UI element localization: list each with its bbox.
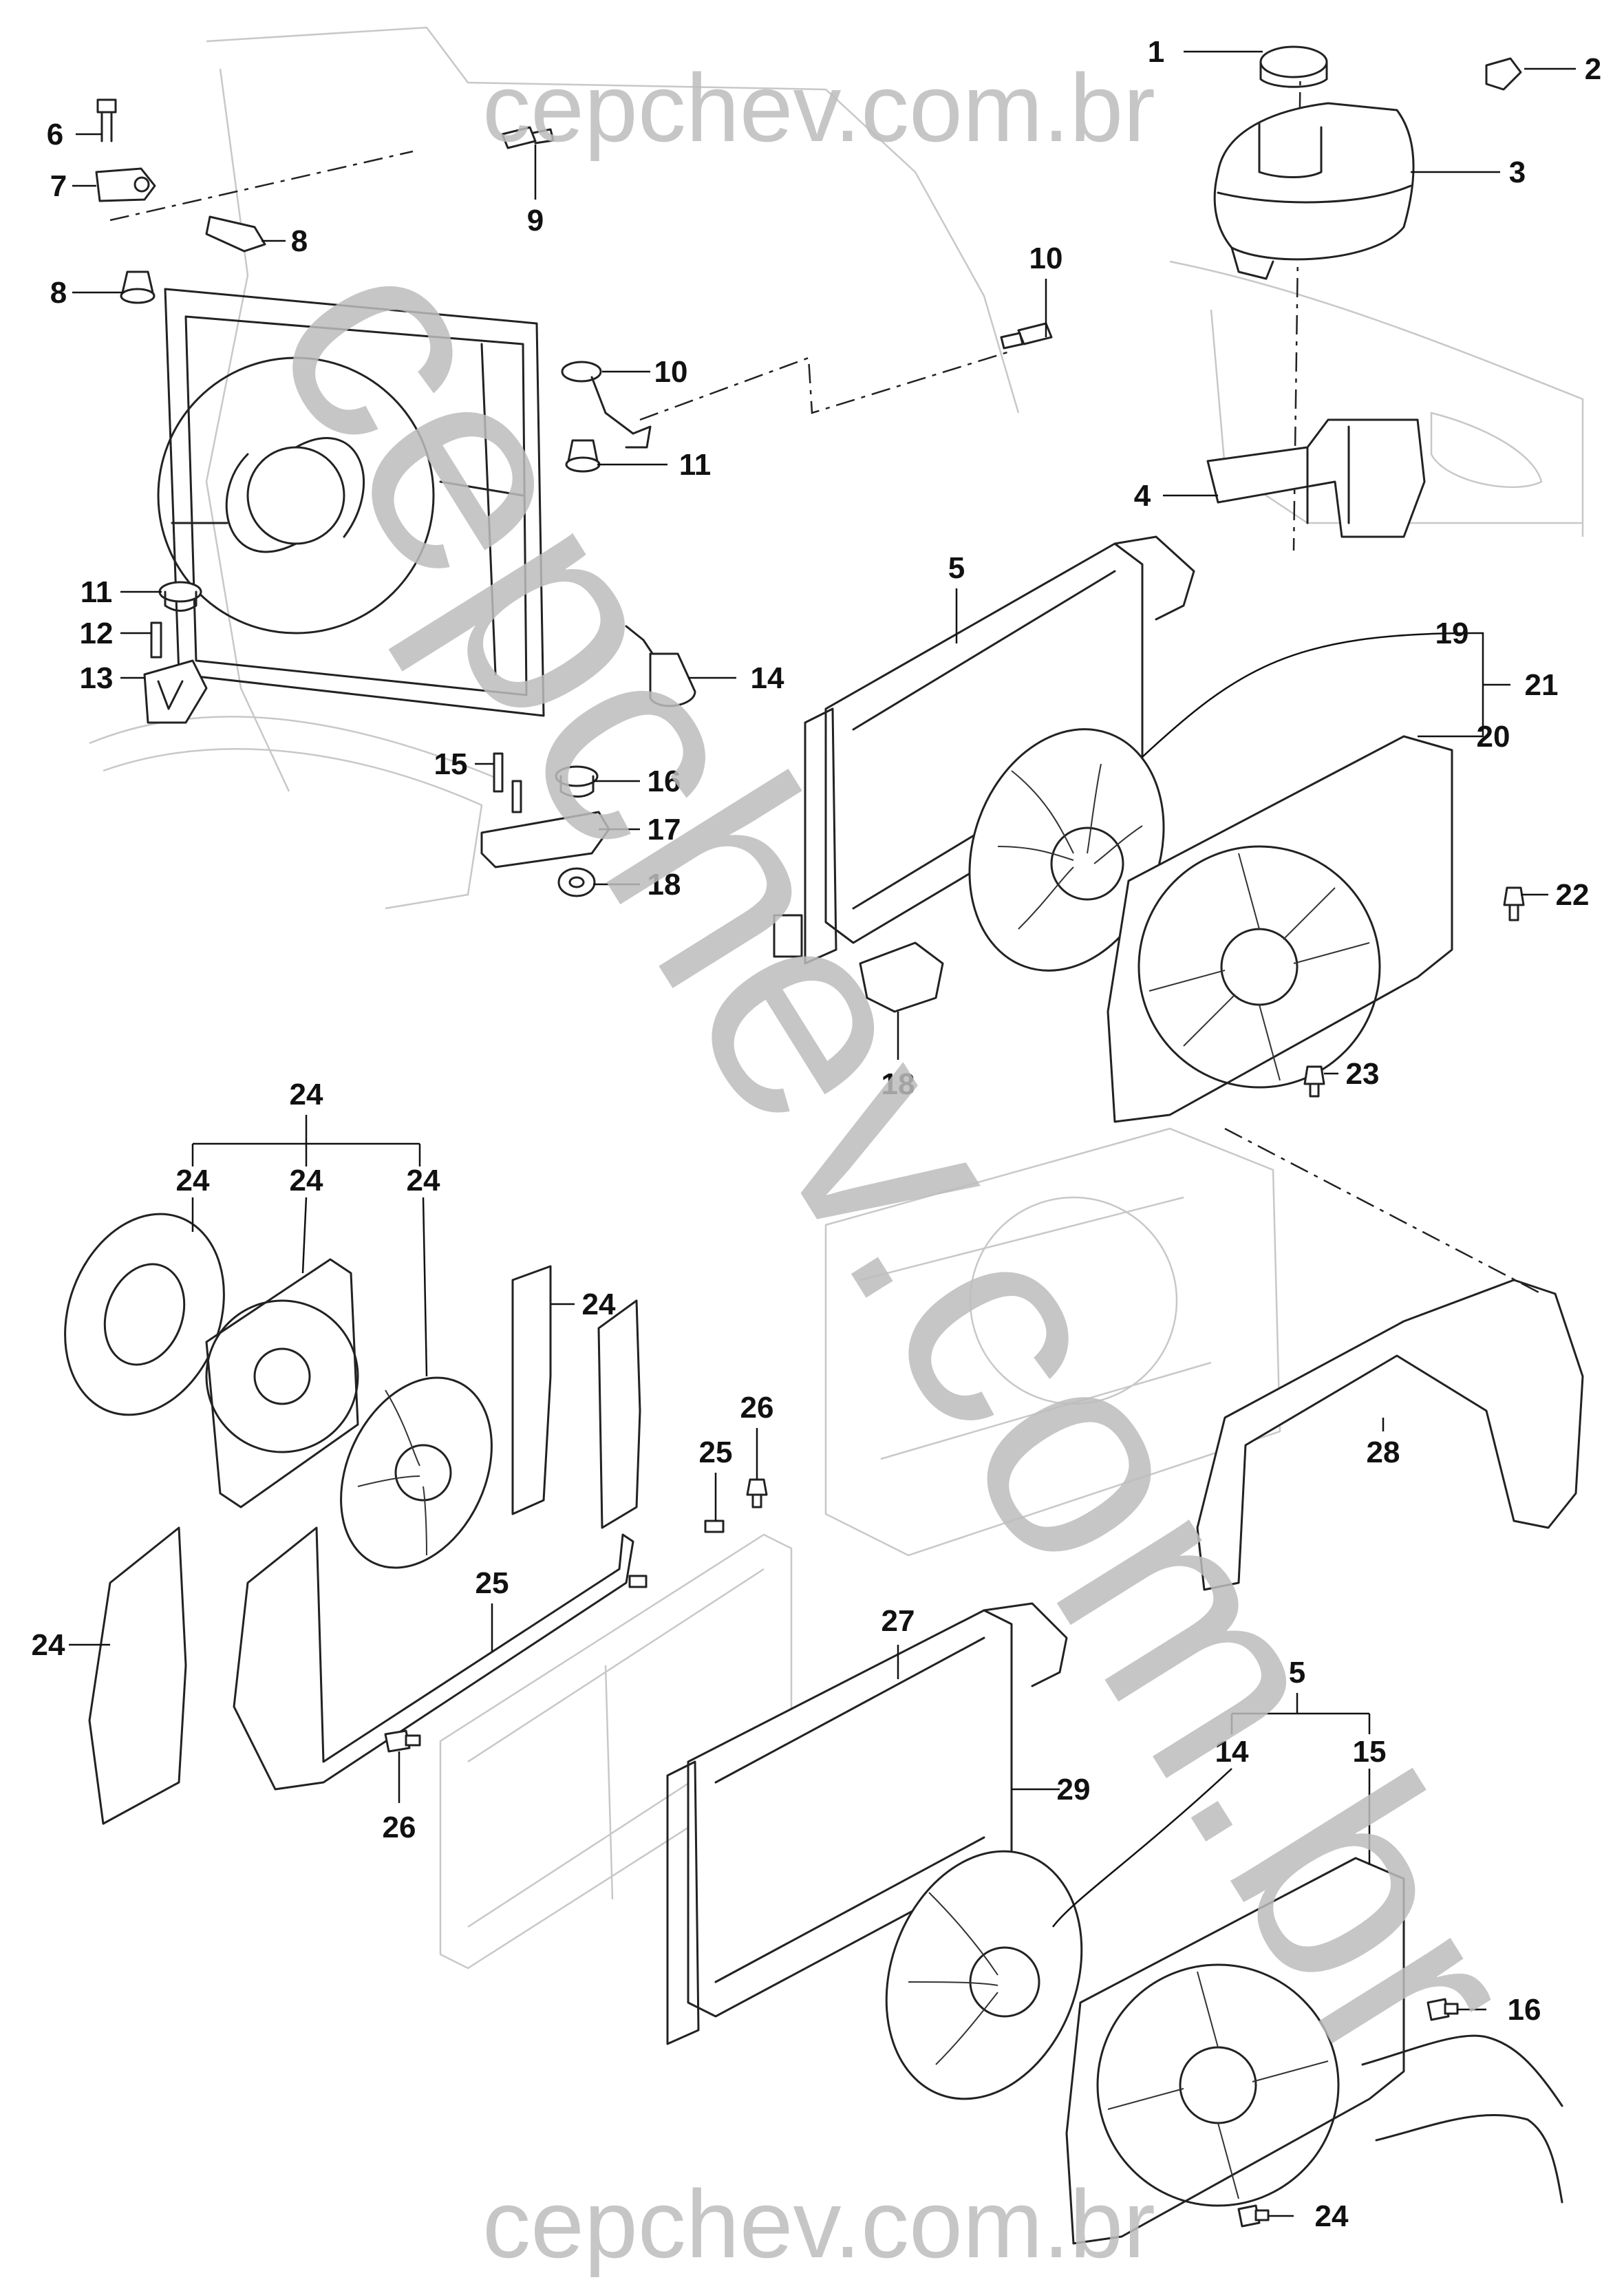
callout-24-lower-left: 26: [383, 1811, 416, 1844]
callout-21: 24: [407, 1164, 440, 1197]
hose-connector-3: [1485, 57, 1522, 91]
watermark-bottom: cepchev.com.br: [482, 2170, 1155, 2278]
air-guide-18-lower: [88, 1526, 187, 1825]
fan-blade-16-lower: [885, 1850, 1083, 2100]
callout-18-upper: 24: [582, 1288, 616, 1321]
clip-23: [628, 1519, 725, 1588]
callout-16-upper: 19: [1435, 617, 1469, 650]
callout-23: 25: [699, 1436, 733, 1469]
callout-28: 18: [648, 868, 681, 902]
clip-9: [205, 215, 266, 253]
callout-24-lower-right: 16: [1508, 1993, 1541, 2027]
callout-5-lower: 29: [1057, 1773, 1091, 1806]
callout-11-left: 11: [81, 575, 113, 609]
rubber-mount-11-left: [158, 581, 202, 612]
stud-25-mid: [493, 752, 522, 813]
expansion-tank-1: [1213, 102, 1415, 280]
callout-8-mid: 11: [679, 448, 712, 482]
callout-2: 1: [1148, 35, 1164, 69]
callout-11-mid: 16: [648, 765, 681, 798]
callout-10-mid: 17: [648, 813, 681, 846]
callouts: 1 2 3 4 5 6 7 8 8 9 10 10 11 11 12 13 14…: [32, 35, 1602, 2233]
callout-12: 18: [882, 1067, 915, 1101]
air-deflector-29: [1196, 1279, 1584, 1591]
tank-bracket-4: [1206, 418, 1426, 538]
bracket-10-left: [143, 659, 208, 724]
callout-7: 10: [654, 355, 688, 389]
fan-shroud-20: [205, 1258, 359, 1508]
callout-14-lower: 5: [1289, 1656, 1305, 1689]
radiator-support-frame: [157, 288, 545, 717]
callout-26-mid: 10: [1029, 242, 1063, 275]
bracket-10-mid: [480, 811, 610, 868]
fan-blade-21: [340, 1376, 493, 1569]
stud-25-left: [150, 621, 162, 659]
callout-1: 3: [1509, 156, 1526, 189]
callout-3: 2: [1585, 52, 1601, 86]
frame-17: [233, 1526, 634, 1791]
callout-24-upper-mid: 23: [1346, 1057, 1380, 1091]
air-guide-18-upper: [511, 1265, 641, 1529]
callout-14-upper: 21: [1525, 668, 1559, 702]
bolt-26-top: [501, 126, 555, 149]
fan-shroud-15-lower: [1065, 1857, 1405, 2245]
clip-12: [859, 941, 944, 1013]
callout-4: 4: [1134, 479, 1151, 513]
callout-24-lower-bottom: 24: [1315, 2199, 1349, 2233]
rubber-mount-11-mid: [555, 765, 599, 798]
tank-cap-2: [1259, 45, 1328, 88]
grommet-8-mid: [565, 439, 601, 473]
callout-15-lower: 15: [1353, 1735, 1387, 1769]
callout-19: 24: [290, 1078, 323, 1111]
leader-lines: [69, 50, 1576, 2217]
bolt-24-lower-left: [384, 1729, 421, 1753]
bolt-27: [96, 98, 117, 142]
bolt-24-lower-mid-a: [746, 1478, 768, 1508]
grommet-8-left: [120, 270, 156, 304]
bolt-26-mid: [1000, 322, 1053, 350]
watermark-top: cepchev.com.br: [482, 54, 1155, 162]
callout-16-lower: 14: [1215, 1735, 1249, 1769]
callout-13: 14: [751, 661, 784, 695]
callout-9: 8: [291, 224, 308, 258]
callout-17: 25: [476, 1566, 509, 1600]
fan-blade-16-upper: [968, 728, 1165, 972]
grille-13: [625, 625, 696, 707]
callout-22: 24: [176, 1164, 210, 1197]
fan-shroud-15-upper: [1107, 735, 1453, 1123]
bolt-24-upper-mid: [1303, 1065, 1325, 1098]
callout-10-left: 13: [80, 661, 114, 695]
bracket-6: [95, 167, 156, 202]
callout-18-lower: 24: [32, 1628, 65, 1662]
dashed-routing-bottom: [1224, 1127, 1542, 1295]
callout-20: 24: [290, 1164, 323, 1197]
callout-29: 28: [1367, 1436, 1400, 1469]
wiring-harness: [1361, 2034, 1563, 2204]
bolt-24-lower-bottom: [1237, 2204, 1270, 2228]
assembled-module-ghost: [824, 1127, 1281, 1557]
callout-5-upper: 5: [948, 551, 965, 585]
ghost-body-structure-top: [89, 26, 1584, 910]
callout-26-top: 9: [527, 204, 544, 237]
callout-8-left: 8: [50, 276, 67, 310]
callout-24-upper-right: 22: [1556, 878, 1590, 912]
callout-25-mid: 15: [434, 747, 468, 781]
callout-24-lower-mid-b: 27: [882, 1604, 915, 1638]
callout-24-lower-mid-a: 26: [740, 1391, 774, 1425]
callout-27: 6: [47, 118, 63, 151]
callout-25-left: 12: [80, 617, 114, 650]
hose-bracket-7: [561, 361, 652, 449]
bolt-24-upper-right: [1503, 886, 1525, 921]
callout-15-upper: 20: [1477, 720, 1510, 754]
callout-6: 7: [50, 169, 67, 203]
nut-28: [557, 867, 596, 897]
